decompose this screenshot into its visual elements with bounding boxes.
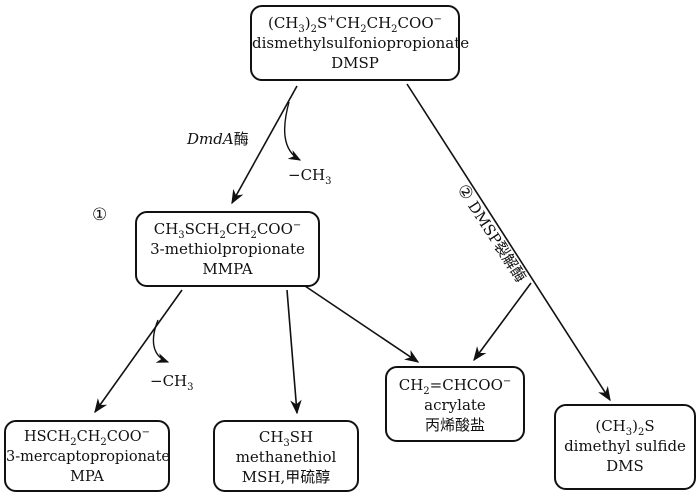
dmsp-abbr: DMSP [331, 54, 379, 72]
ch3-release-bottom-label: −CH3 [150, 372, 194, 393]
msh-formula: CH3SH [258, 428, 314, 449]
pathway-1-marker: ① [92, 205, 108, 225]
mmpa-name: 3-methiolpropionate [150, 240, 305, 258]
enzyme-dmda-label: DmdA酶 [187, 128, 249, 149]
ch3-release-top-label: −CH3 [288, 166, 332, 187]
mpa-box: HSCH2CH2COO− 3-mercaptopropionate MPA [4, 420, 170, 492]
acrylate-cn: 丙烯酸盐 [424, 416, 485, 434]
enzyme-dmda-name: DmdA [187, 130, 234, 148]
acrylate-box: CH2=CHCOO− acrylate 丙烯酸盐 [385, 366, 525, 442]
msh-abbr: MSH,甲硫醇 [241, 468, 331, 486]
dms-box: (CH3)2S dimethyl sulfide DMS [554, 404, 696, 490]
acrylate-name: acrylate [424, 396, 486, 414]
mmpa-formula: CH3SCH2CH2COO− [153, 220, 302, 241]
mmpa-abbr: MMPA [202, 260, 253, 278]
mmpa-box: CH3SCH2CH2COO− 3-methiolpropionate MMPA [135, 211, 320, 287]
arrow-ch3-release-top [284, 101, 302, 161]
msh-name: methanethiol [235, 448, 337, 466]
arrow-mmpa-to-msh [286, 289, 302, 415]
arrow-ch3-release-bottom [152, 319, 170, 363]
arrow-to-acrylate-from-dmsp-path [473, 282, 532, 362]
dms-abbr: DMS [606, 457, 644, 475]
arrow-dmsp-to-dms [406, 83, 611, 402]
arrow-mmpa-to-mpa [94, 289, 183, 414]
dms-name: dimethyl sulfide [564, 437, 686, 455]
msh-box: CH3SH methanethiol MSH,甲硫醇 [213, 420, 359, 492]
mpa-abbr: MPA [70, 469, 104, 485]
acrylate-formula: CH2=CHCOO− [398, 376, 512, 397]
dms-formula: (CH3)2S [595, 417, 655, 438]
dmsp-name: dismethylsulfoniopropionate [252, 34, 470, 52]
dmsp-box: (CH3)2S+CH2CH2COO− dismethylsulfonioprop… [250, 5, 470, 81]
arrow-mmpa-to-acrylate [304, 285, 420, 363]
dmsp-formula: (CH3)2S+CH2CH2COO− [267, 14, 443, 35]
mpa-name: 3-mercaptopropionate [6, 449, 170, 465]
arrow-dmsp-to-mmpa [231, 85, 298, 205]
mpa-formula: HSCH2CH2COO− [23, 427, 151, 448]
enzyme-dmda-suffix: 酶 [233, 130, 249, 148]
